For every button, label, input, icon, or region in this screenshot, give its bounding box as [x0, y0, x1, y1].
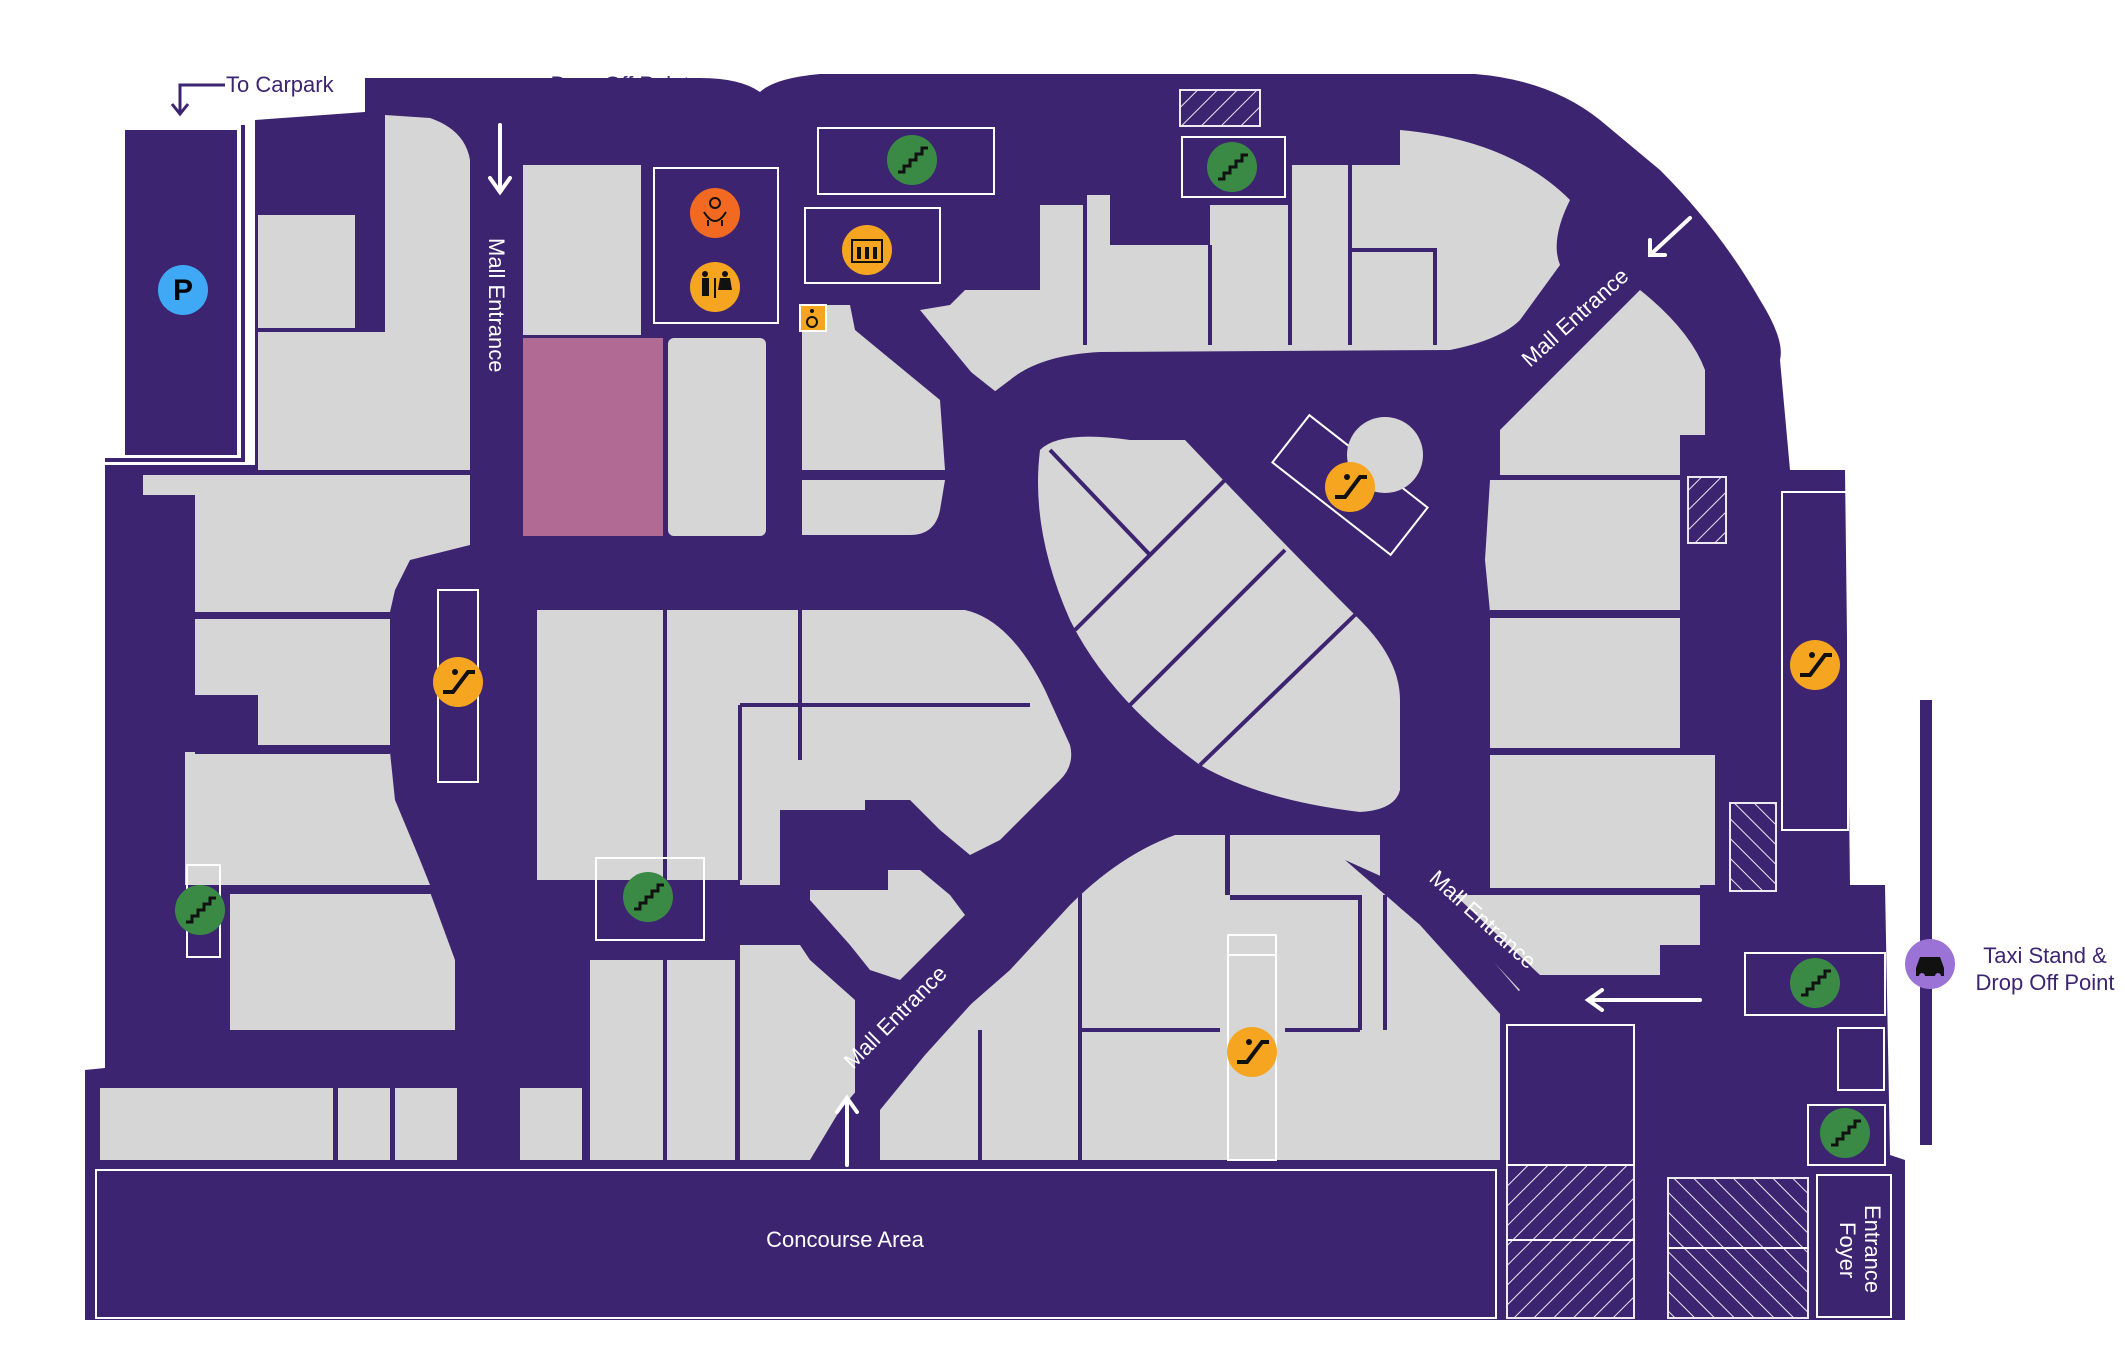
to-carpark-arrow-icon	[170, 83, 225, 117]
taxi-stand-label-line1: Taxi Stand &	[1983, 943, 2107, 968]
stairs-icon	[1790, 958, 1840, 1008]
entrance-foyer-label-line1: Entrance	[1860, 1205, 1885, 1293]
store-unit	[537, 610, 1072, 885]
restroom-icon	[690, 262, 740, 312]
store-unit	[802, 480, 945, 535]
store-unit	[523, 165, 641, 335]
store-unit	[920, 130, 1570, 395]
arrow-up-icon	[835, 1094, 859, 1167]
taxi-lane	[1920, 700, 1932, 1145]
enclosures	[186, 127, 1892, 1318]
taxi-stand-label-line2: Drop Off Point	[1976, 970, 2115, 995]
arrow-left-icon	[1584, 988, 1702, 1012]
arrows	[488, 123, 1702, 1167]
wheelchair-icon	[799, 304, 827, 332]
taxi-icon	[1905, 939, 1955, 989]
to-carpark-label: To Carpark	[226, 72, 335, 97]
store-unit	[338, 1088, 390, 1160]
corridors	[458, 115, 1670, 1165]
store-unit	[195, 617, 390, 745]
store-blocks	[100, 115, 1715, 1160]
parking-outline	[105, 125, 245, 462]
stairs-icon	[1820, 1108, 1870, 1158]
store-unit	[1220, 835, 1380, 1160]
store-unit	[365, 330, 470, 470]
svg-text:P: P	[173, 274, 193, 307]
highlighted-store	[523, 338, 663, 536]
store-unit	[1500, 290, 1705, 475]
store-unit	[520, 1088, 582, 1160]
drop-off-point-label: Drop Off Point	[551, 72, 690, 97]
concourse-area	[95, 1169, 1497, 1319]
mall-entrance-label-north: Mall Entrance	[484, 238, 509, 373]
store-unit	[810, 870, 965, 980]
escalator-icon	[1790, 640, 1840, 690]
entrance-foyer-label-line2: Foyer	[1835, 1222, 1860, 1278]
lift-icon	[842, 225, 892, 275]
escalator-icon	[1227, 954, 1277, 1161]
baby-care-icon	[690, 188, 740, 238]
store-dividers	[195, 165, 1700, 1160]
store-unit	[802, 305, 945, 470]
escalator-icon	[1325, 462, 1375, 512]
hatched-areas	[1179, 89, 1809, 1319]
stairs-icon	[175, 885, 225, 935]
store-unit	[1490, 755, 1715, 890]
arrow-down-icon	[488, 123, 512, 196]
store-unit	[1490, 618, 1680, 750]
store-unit	[143, 475, 470, 612]
store-unit	[100, 1088, 333, 1160]
stairs-icon	[623, 872, 673, 922]
stairs-icon	[1207, 142, 1257, 192]
store-unit	[395, 1088, 457, 1160]
store-unit	[185, 752, 430, 885]
store-unit	[1485, 480, 1680, 612]
store-unit	[1455, 895, 1700, 975]
concourse-area-label: Concourse Area	[766, 1227, 925, 1252]
arrow-diagonal-icon	[1648, 216, 1692, 257]
store-unit	[740, 945, 855, 1160]
store-unit	[590, 960, 735, 1160]
store-unit	[668, 338, 766, 536]
stairs-icon	[887, 135, 937, 185]
store-unit	[230, 892, 455, 1030]
parking-icon: P	[158, 265, 208, 315]
store-unit	[880, 835, 1225, 1160]
escalator-icon	[433, 657, 483, 707]
